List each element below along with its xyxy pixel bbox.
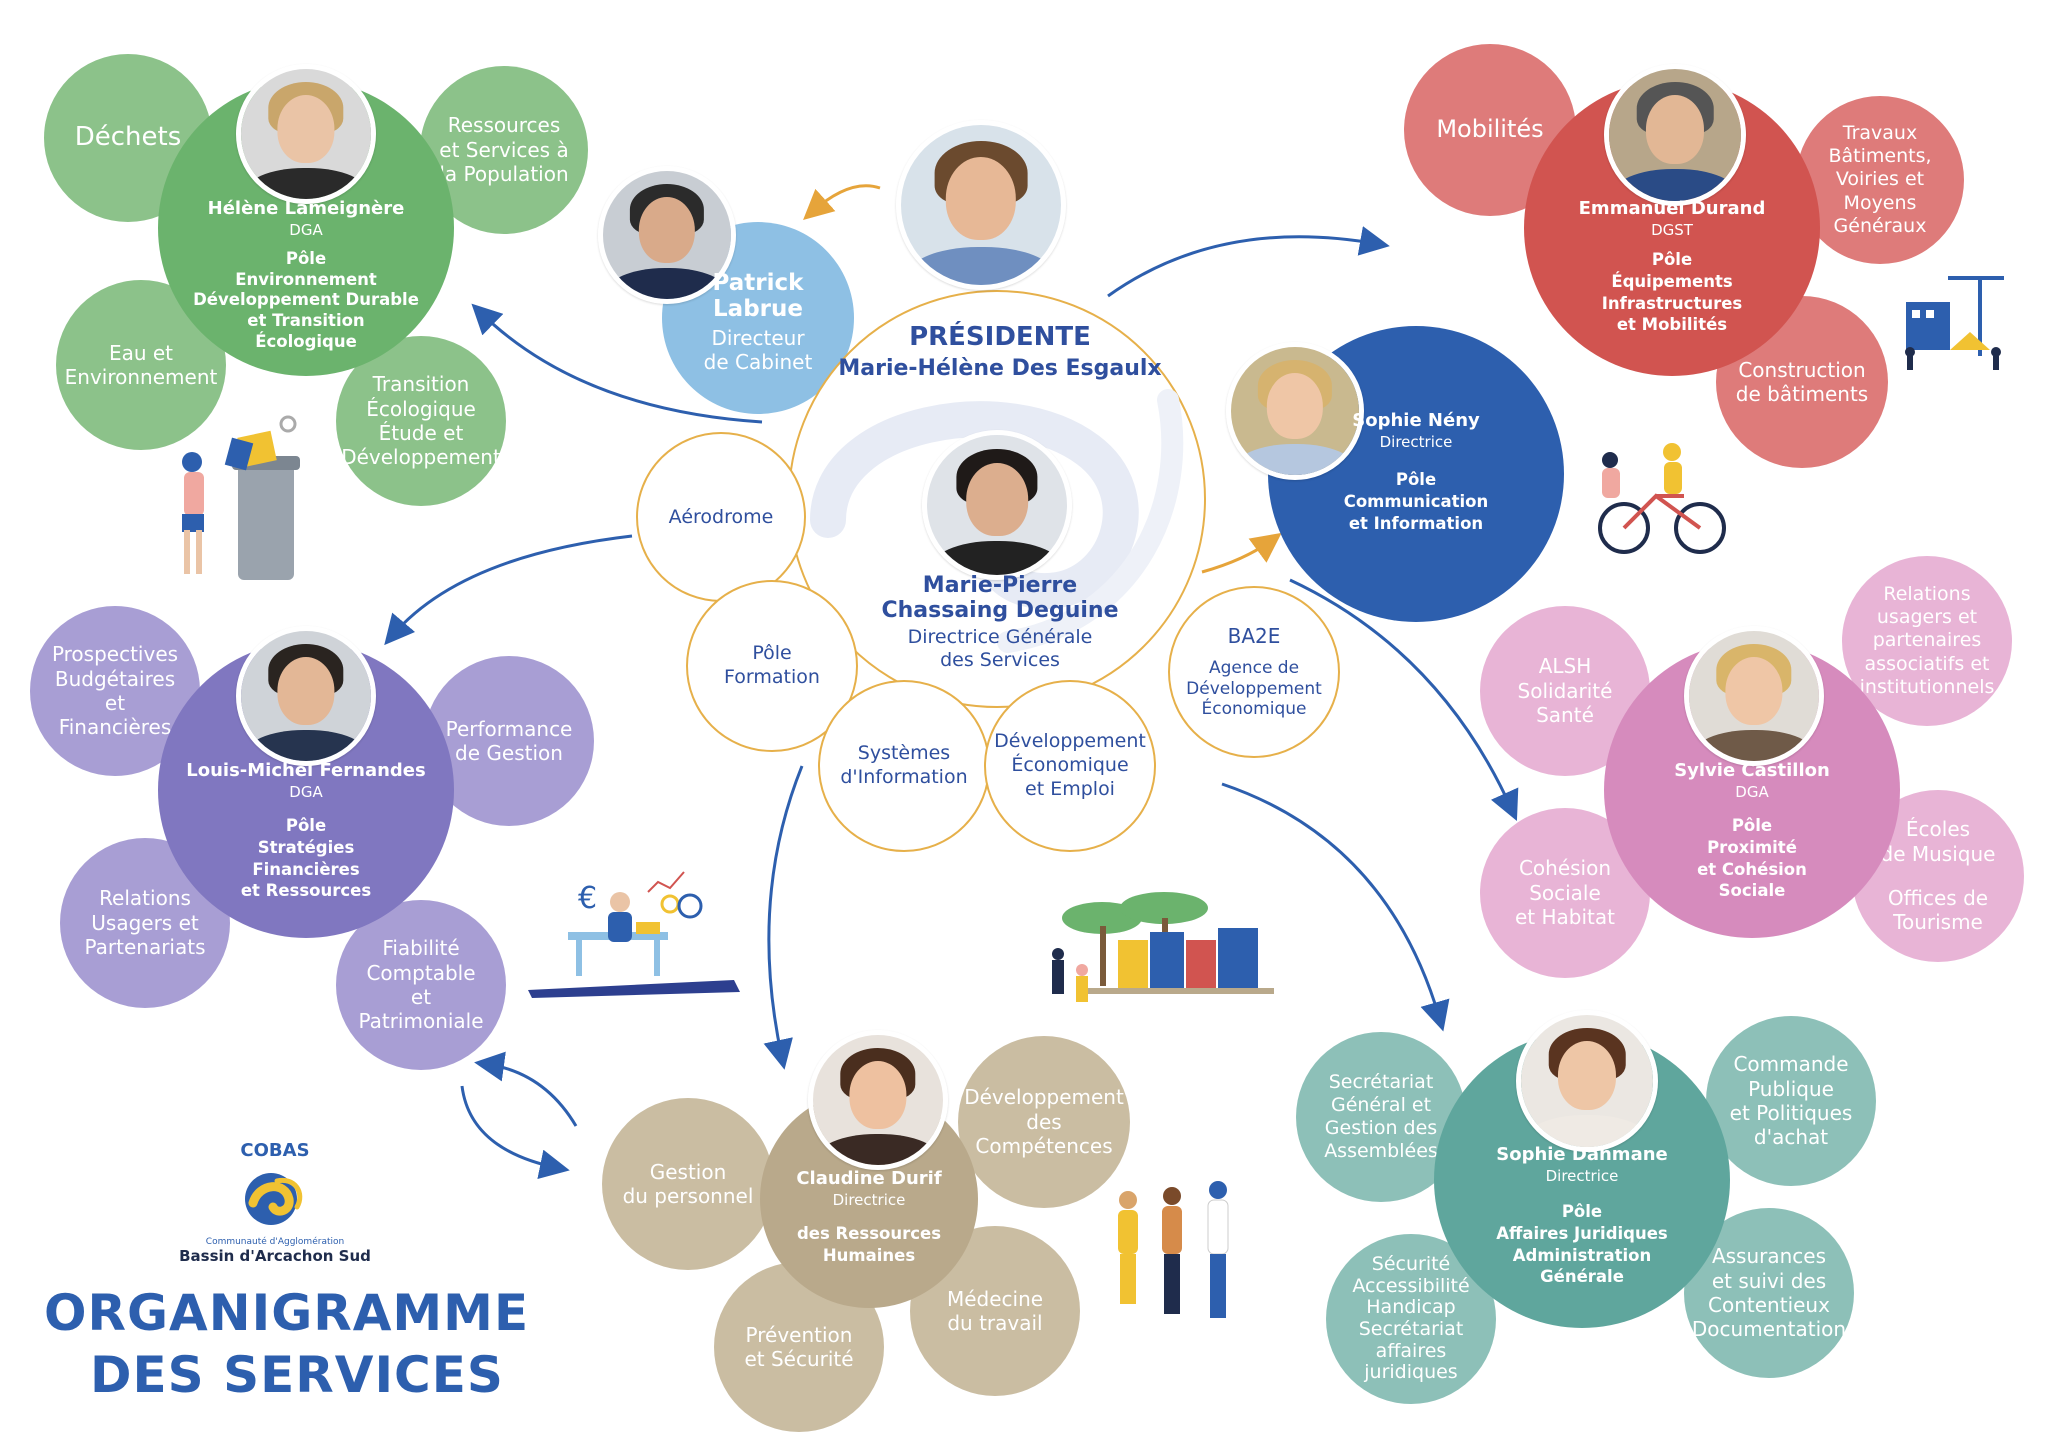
satellite-travaux-batiments: Travaux Bâtiments, Voiries et Moyens Gén… — [1796, 96, 1964, 264]
pole-rh-text: Claudine Durif Directrice des Ressources… — [796, 1168, 942, 1265]
pole-equipements-text: Emmanuel Durand DGST Pôle Équipements In… — [1578, 198, 1766, 335]
satellite-developpement-competences: Développement des Compétences — [958, 1036, 1130, 1208]
arrow-to-rh — [763, 765, 804, 1070]
cobas-subtitle-2: Bassin d'Arcachon Sud — [179, 1247, 371, 1265]
satellite-gestion-personnel: Gestion du personnel — [602, 1098, 774, 1270]
village-illustration — [1052, 892, 1274, 1002]
cobas-brand: COBAS — [240, 1140, 310, 1161]
satellite-medecine-travail: Médecine du travail — [910, 1226, 1080, 1396]
pole-strategies-text: Louis-Michel Fernandes DGA Pôle Stratégi… — [186, 760, 426, 901]
dgs-role: Directrice Générale des Services — [907, 626, 1093, 672]
satellite-ressources-services: Ressources et Services à la Population — [420, 66, 588, 234]
satellite-prospectives-budgetaires: Prospectives Budgétaires et Financières — [30, 606, 200, 776]
circle-ba2e: BA2E Agence de Développement Économique — [1168, 586, 1340, 758]
pole-communication-text: Sophie Nény Directrice Pôle Communicatio… — [1343, 410, 1489, 533]
avatar-sophie-dahmane — [1516, 1010, 1658, 1152]
pole-proximite-text: Sylvie Castillon DGA Pôle Proximité et C… — [1674, 760, 1830, 901]
circle-pole-formation: Pôle Formation — [686, 580, 858, 752]
cobas-logo-icon — [245, 1173, 303, 1225]
circle-aerodrome: Aérodrome — [636, 432, 806, 602]
cobas-logo: COBAS Communauté d'Agglomération Bassin … — [170, 1140, 380, 1265]
satellite-commande-publique: Commande Publique et Politiques d'achat — [1706, 1016, 1876, 1186]
arrow-to-strategies — [384, 534, 633, 646]
avatar-marie-pierre-chassaing-deguine — [922, 430, 1072, 580]
avatar-claudine-durif — [808, 1030, 948, 1170]
presidente-title: PRÉSIDENTE — [909, 322, 1091, 352]
page-title: ORGANIGRAMME DES SERVICES — [44, 1284, 530, 1404]
recycling-illustration — [182, 415, 300, 580]
cobas-subtitle: Communauté d'Agglomération — [205, 1237, 345, 1247]
satellite-transition-ecologique: Transition Écologique Étude et Développe… — [336, 336, 506, 506]
avatar-sophie-neny — [1226, 342, 1364, 480]
presidente-name: Marie-Hélène Des Esgaulx — [838, 356, 1162, 381]
satellite-assurances-contentieux: Assurances et suivi des Contentieux Docu… — [1684, 1208, 1854, 1378]
circle-systemes-information: Systèmes d'Information — [818, 680, 990, 852]
office-desk-illustration: € — [528, 871, 740, 998]
satellite-fiabilite-comptable: Fiabilité Comptable et Patrimoniale — [336, 900, 506, 1070]
dgs-name: Marie-Pierre Chassaing Deguine — [881, 573, 1119, 623]
pole-juridique-text: Sophie Dahmane Directrice Pôle Affaires … — [1496, 1144, 1668, 1287]
svg-text:€: € — [578, 881, 597, 916]
avatar-louis-michel-fernandes — [236, 626, 376, 766]
avatar-helene-lameignere — [236, 64, 376, 204]
team-illustration — [1118, 1181, 1229, 1318]
construction-illustration — [1905, 276, 2004, 370]
avatar-emmanuel-durand — [1604, 64, 1746, 206]
arrow-rh-to-strategies — [474, 1051, 578, 1127]
circle-developpement-economique: Développement Économique et Emploi — [984, 680, 1156, 852]
arrow-to-communication — [1201, 532, 1282, 574]
swirl-decoration-icon — [810, 389, 1184, 653]
bicycle-illustration — [1598, 443, 1726, 554]
pole-environnement-text: Hélène Lameignère DGA Pôle Environnement… — [193, 198, 419, 351]
cabinet-text: Patrick Labrue Directeur de Cabinet — [703, 270, 813, 374]
avatar-sylvie-castillon — [1684, 626, 1824, 766]
avatar-patrick-labrue — [598, 166, 736, 304]
arrow-to-cabinet — [803, 184, 881, 220]
arrow-to-equipements — [1107, 226, 1390, 298]
arrow-strategies-to-rh — [460, 1085, 570, 1180]
avatar-marie-helene-des-esgaulx — [896, 120, 1066, 290]
satellite-relations-partenaires: Relations usagers et partenaires associa… — [1842, 556, 2012, 726]
